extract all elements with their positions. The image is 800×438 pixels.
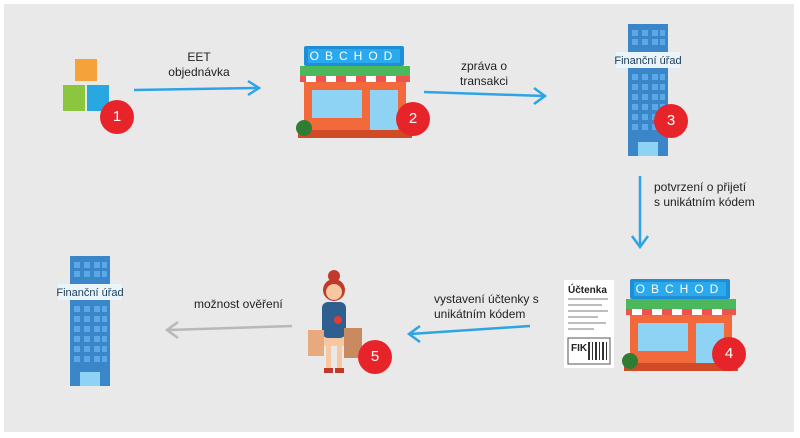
arrow-2 bbox=[423, 86, 548, 106]
step-badge-3: 3 bbox=[654, 104, 688, 138]
arrow-1-label-line2: objednávka bbox=[168, 65, 230, 79]
receipt-code: FIK bbox=[571, 343, 588, 354]
arrow-3 bbox=[630, 176, 650, 250]
cubes-icon bbox=[63, 59, 109, 111]
step-badge-5: 5 bbox=[358, 340, 392, 374]
arrow-3-label-line2: s unikátním kódem bbox=[654, 195, 755, 209]
building-sign-3: Finanční úřad bbox=[614, 55, 682, 67]
arrow-4-label-line1: vystavení účtenky s bbox=[434, 292, 539, 306]
arrow-1-label-line1: EET bbox=[187, 50, 211, 64]
arrow-2-label: zpráva o transakci bbox=[444, 59, 524, 89]
step-badge-1: 1 bbox=[100, 100, 134, 134]
final-office-building-icon bbox=[58, 256, 122, 386]
arrow-2-label-line2: transakci bbox=[459, 74, 509, 88]
customer-woman-icon bbox=[308, 270, 362, 373]
arrow-1-label: EET objednávka bbox=[154, 50, 244, 80]
arrow-2-label-line1: zpráva o bbox=[460, 59, 508, 73]
receipt-icon bbox=[564, 280, 614, 368]
store-sign-4: OBCHOD bbox=[635, 282, 725, 296]
step-badge-4: 4 bbox=[712, 337, 746, 371]
diagram-canvas: 1 EET objednávka OBCHOD 2 zpráva o trans… bbox=[4, 4, 794, 432]
arrow-5-label: možnost ověření bbox=[194, 297, 283, 311]
final-building-sign: Finanční úřad bbox=[56, 287, 124, 299]
arrow-3-label-line1: potvrzení o přijetí bbox=[654, 180, 747, 194]
arrow-3-label: potvrzení o přijetí s unikátním kódem bbox=[654, 180, 755, 210]
arrow-5 bbox=[164, 320, 293, 340]
arrow-4-label: vystavení účtenky s unikátním kódem bbox=[434, 292, 539, 322]
arrow-1 bbox=[133, 79, 262, 97]
arrow-4 bbox=[406, 324, 531, 344]
arrow-4-label-line2: unikátním kódem bbox=[434, 307, 526, 321]
receipt-title: Účtenka bbox=[568, 285, 607, 296]
store-sign-2: OBCHOD bbox=[309, 49, 399, 63]
step-badge-2: 2 bbox=[396, 102, 430, 136]
